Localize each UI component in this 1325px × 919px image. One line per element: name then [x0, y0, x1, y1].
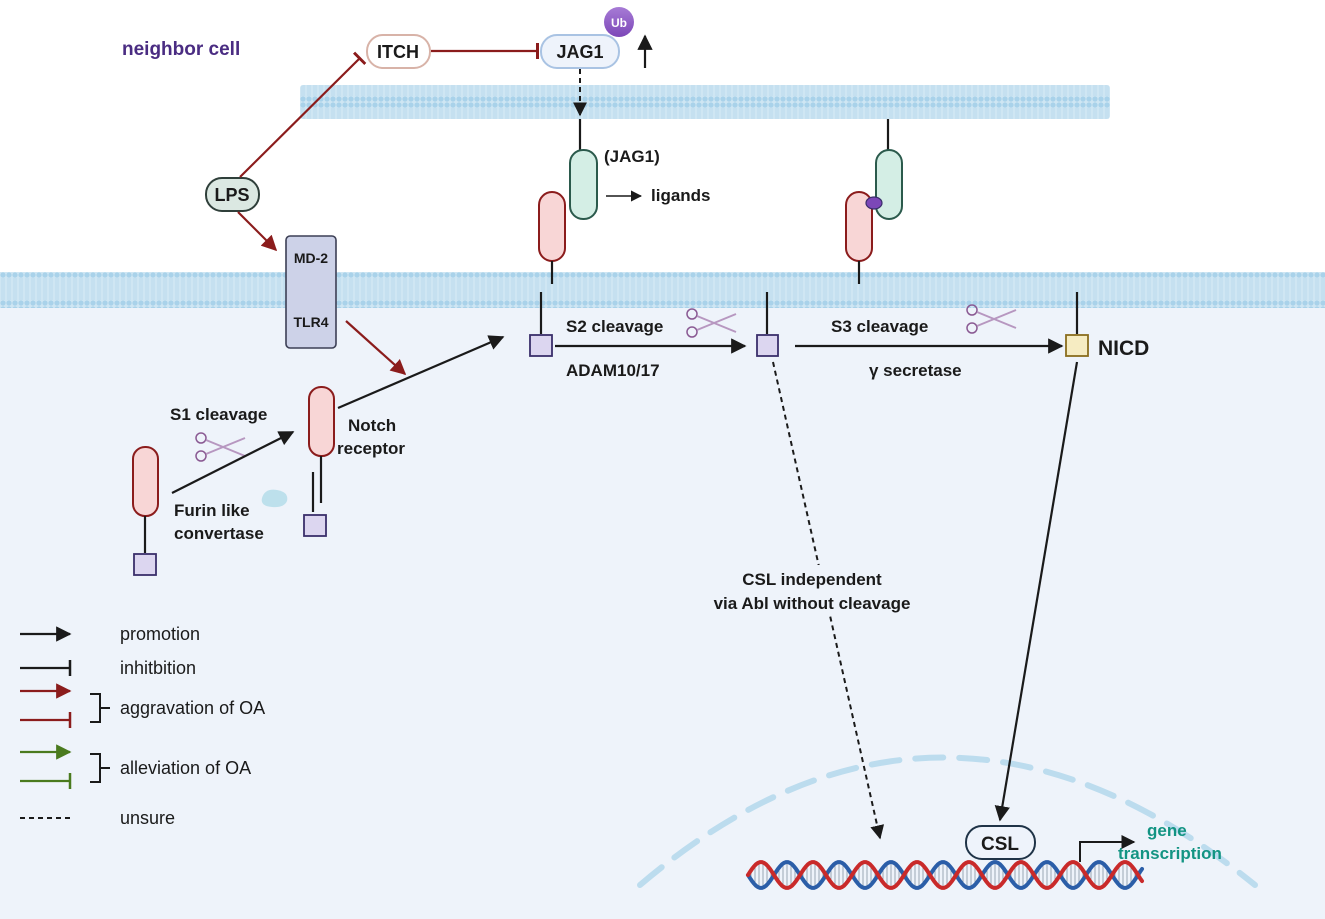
lps-label: LPS: [214, 185, 249, 205]
s3-cleavage-label: S3 cleavage: [831, 317, 928, 336]
csl-node: [965, 825, 1036, 860]
legend-unsure-label: unsure: [120, 808, 175, 828]
notch-precursor: [132, 446, 159, 517]
binding-site-marker: [865, 196, 883, 210]
s3-scissors-icon: [966, 304, 1017, 334]
legend-alleviation-label: alleviation of OA: [120, 758, 251, 778]
legend: promotion inhitbition aggravation of OA …: [20, 624, 265, 828]
lps-inhibits-itch: [239, 51, 367, 178]
ligands-label: ligands: [651, 186, 711, 205]
notch-receptor-label-1: Notch: [348, 416, 396, 435]
nicd-to-csl-arrow: [994, 361, 1079, 822]
legend-inhibition-label: inhitbition: [120, 658, 196, 678]
csl-independent-bg: [697, 565, 933, 615]
ligand1-jag1: [569, 149, 598, 220]
furin-label-1: Furin like: [174, 501, 250, 520]
nicd-label: NICD: [1098, 337, 1149, 360]
itch-label: ITCH: [377, 42, 419, 62]
lps-node: [205, 177, 260, 212]
s1-scissors-icon: [195, 432, 246, 462]
notch-receptor-bound: [538, 191, 566, 262]
itch-node: [366, 34, 431, 69]
csl-independent-label-1: CSL independent: [742, 570, 882, 589]
csl-independent-label-2: via Abl without cleavage: [714, 594, 911, 613]
notch-receptor-ic-domain: [303, 514, 327, 537]
s1-cleavage-label: S1 cleavage: [170, 405, 267, 424]
neighbor-cell-membrane: [300, 85, 1110, 119]
notch-receptor-heterodimer: [308, 386, 335, 457]
legend-promotion-label: promotion: [120, 624, 200, 644]
notch-fragment-intermediate: [756, 334, 779, 357]
notch1-intracellular-domain: [529, 334, 553, 357]
neighbor-cell-label: neighbor cell: [122, 39, 240, 60]
notch-receptor-label-2: receptor: [337, 439, 405, 458]
notch-precursor-ic-domain: [133, 553, 157, 576]
ubiquitin-badge: [604, 7, 634, 37]
transcription-arrow: [1079, 835, 1136, 862]
jag1-label: JAG1: [556, 42, 603, 62]
nicd-box: [1065, 334, 1089, 357]
adam-label: ADAM10/17: [566, 361, 660, 380]
legend-aggravation-label: aggravation of OA: [120, 698, 265, 718]
s2-scissors-icon: [686, 308, 737, 338]
nuclear-envelope: [637, 754, 1258, 888]
md2-label: MD-2: [294, 250, 328, 266]
cell-membrane: [0, 272, 1325, 308]
ligand2: [875, 149, 903, 220]
jag1-paren-label: (JAG1): [604, 147, 660, 166]
dna-strand-blue: [746, 860, 1144, 890]
gene-label-2: transcription: [1118, 844, 1222, 863]
gene-label-1: gene: [1147, 821, 1187, 840]
csl-label: CSL: [981, 834, 1019, 855]
ubiquitin-label: Ub: [611, 16, 627, 30]
md2-tlr4-receptor: [285, 235, 337, 349]
gamma-secretase-label: γ secretase: [869, 361, 962, 380]
cytoplasm: [0, 292, 1325, 919]
dna-strand-red: [746, 860, 1144, 890]
lps-to-md2-arrow: [237, 211, 278, 252]
furin-label-2: convertase: [174, 524, 264, 543]
s2-cleavage-label: S2 cleavage: [566, 317, 663, 336]
notch-to-s2-arrow: [337, 335, 505, 410]
dna-helix: [746, 860, 1144, 890]
tlr4-label: TLR4: [294, 314, 329, 330]
furin-enzyme-icon: [261, 489, 288, 508]
tlr4-to-notch-arrow: [345, 320, 407, 376]
jag1-node: [540, 34, 620, 69]
s1-cleavage-arrow: [171, 431, 295, 494]
